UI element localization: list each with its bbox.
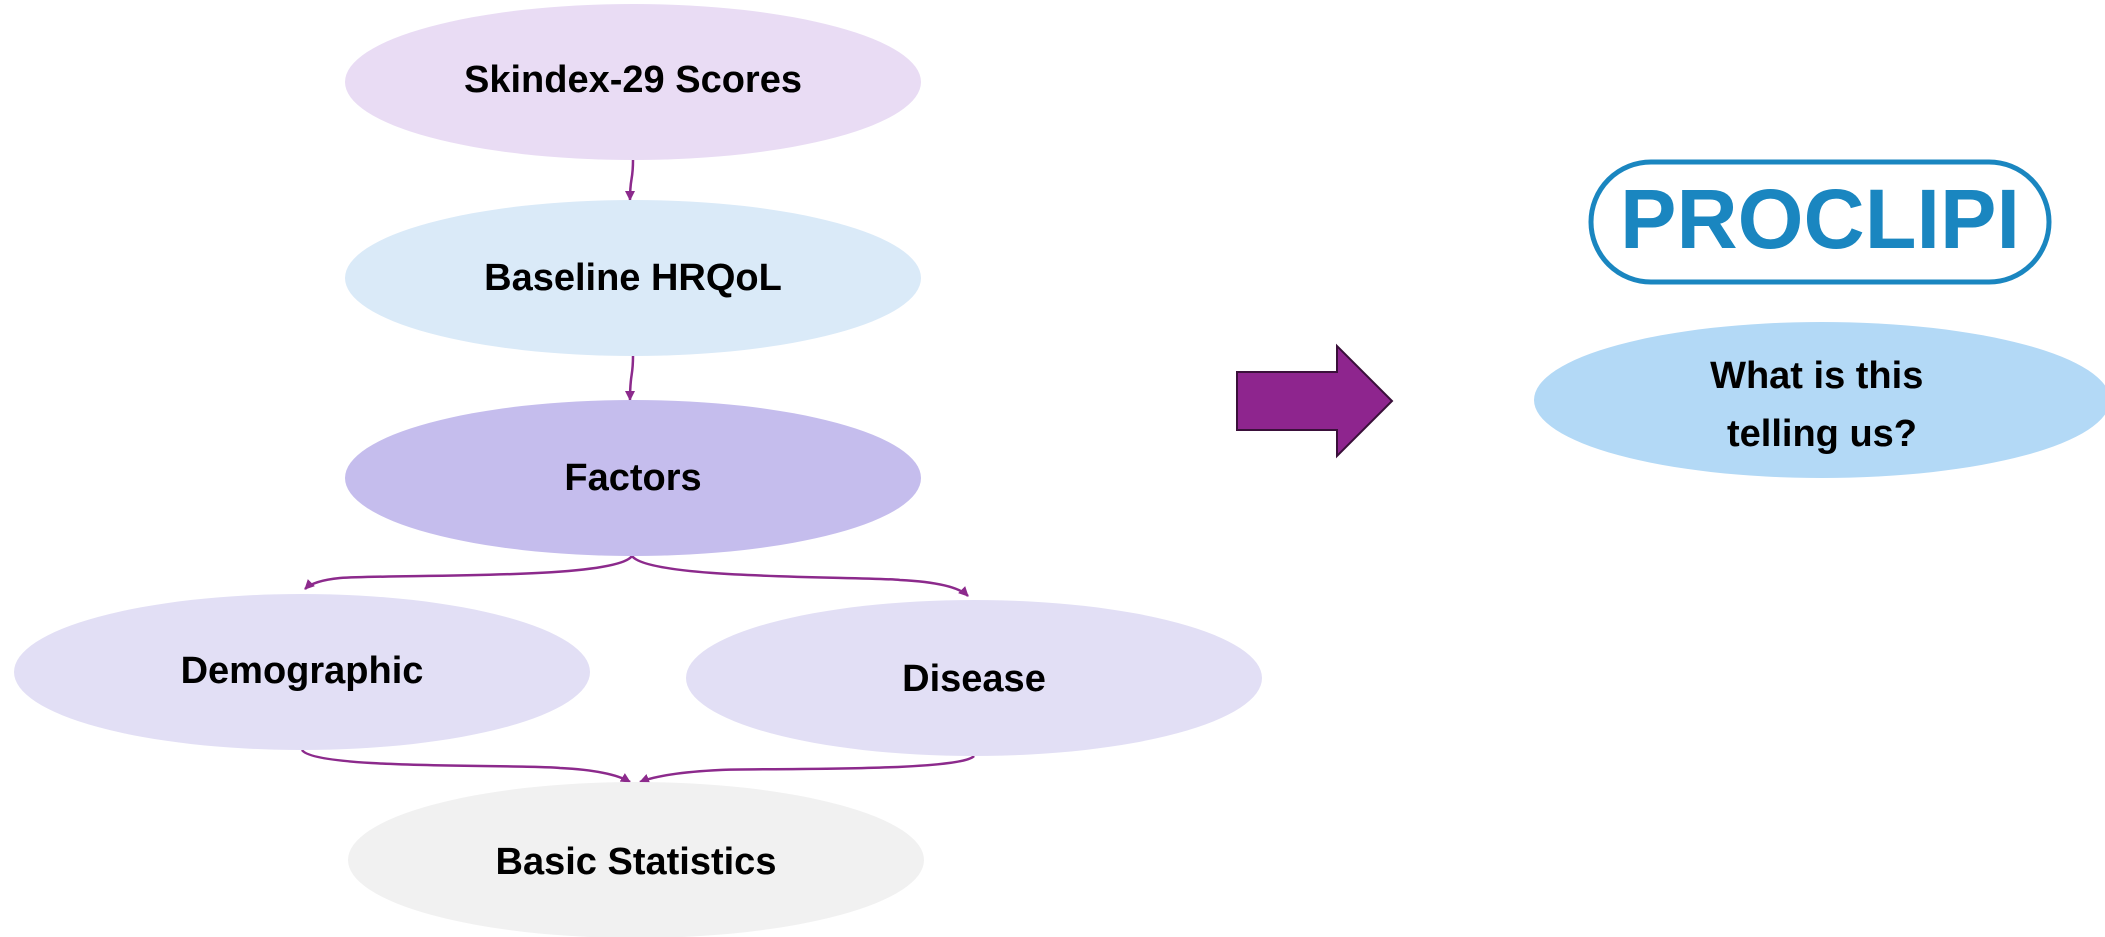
- node-factors-shape: [345, 400, 921, 556]
- node-baseline-shape: [345, 200, 921, 356]
- connector-factors-to-demographic: [304, 555, 634, 590]
- node-basic-stats-label: Basic Statistics: [496, 841, 777, 883]
- node-factors: Factors: [345, 400, 921, 556]
- node-skindex-label: Skindex-29 Scores: [464, 59, 802, 101]
- connectors: [300, 159, 975, 784]
- node-disease: Disease: [686, 600, 1262, 756]
- question-bubble: What is this telling us?: [1534, 322, 2105, 478]
- node-baseline-label: Baseline HRQoL: [484, 257, 782, 299]
- connector-disease-to-basic-stats: [639, 754, 975, 784]
- node-factors-label: Factors: [564, 457, 701, 499]
- right-arrow-icon: [1236, 343, 1394, 459]
- connector-skindex-to-baseline: [625, 159, 636, 201]
- question-bubble-shape: [1534, 322, 2105, 478]
- connector-factors-to-disease: [631, 555, 969, 597]
- proclipi-logo: PROCLIPI: [1588, 159, 2052, 285]
- node-disease-shape: [686, 600, 1262, 756]
- connector-baseline-to-factors: [625, 355, 636, 401]
- node-demographic: Demographic: [14, 594, 590, 750]
- proclipi-logo-text: PROCLIPI: [1620, 172, 2020, 266]
- node-disease-label: Disease: [902, 658, 1046, 700]
- proclipi-logo-border: [1588, 159, 2052, 285]
- question-text-line-1: What is this: [1710, 355, 1923, 397]
- node-demographic-label: Demographic: [181, 650, 424, 692]
- node-basic-statistics: Basic Statistics: [348, 782, 924, 937]
- node-baseline-hrqol: Baseline HRQoL: [345, 200, 921, 356]
- node-demographic-shape: [14, 594, 590, 750]
- connector-demographic-to-basic-stats: [300, 749, 631, 784]
- node-skindex-shape: [345, 4, 921, 160]
- question-text-line-2: telling us?: [1727, 413, 1917, 455]
- question-text: What is this telling us?: [1710, 355, 1934, 455]
- node-skindex-29-scores: Skindex-29 Scores: [345, 4, 921, 160]
- node-basic-stats-shape: [348, 782, 924, 937]
